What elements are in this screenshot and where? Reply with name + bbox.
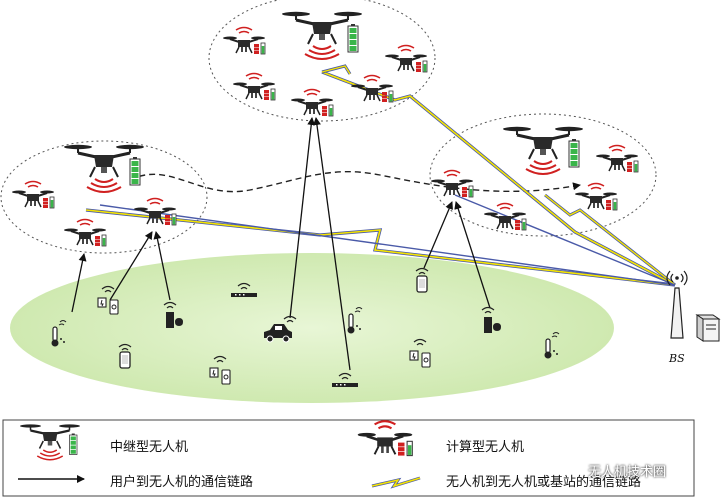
cluster-boundary-left xyxy=(0,140,208,254)
legend-relay-uav-label: 中继型无人机 xyxy=(110,440,189,455)
compute-uav xyxy=(483,202,527,231)
compute-uav xyxy=(133,197,177,226)
compute-uav xyxy=(595,144,639,173)
compute-uav xyxy=(350,74,394,103)
compute-uav xyxy=(290,88,334,117)
watermark: 无人机技术圈 xyxy=(588,465,667,480)
compute-uav xyxy=(232,72,276,101)
legend-lightning-icon xyxy=(371,476,421,489)
relay-uav-left xyxy=(62,143,146,194)
base-station-tower xyxy=(666,270,688,339)
cluster-boundary-right xyxy=(429,113,657,237)
cluster-boundary-top xyxy=(208,0,436,122)
compute-uav xyxy=(11,180,55,209)
legend-user-link-label: 用户到无人机的通信链路 xyxy=(110,475,254,490)
compute-uav xyxy=(574,182,618,211)
ground-area xyxy=(10,253,614,403)
relay-uav-right xyxy=(501,125,585,176)
relay-uav-top xyxy=(280,10,364,61)
server-icon xyxy=(695,314,721,342)
compute-uav xyxy=(63,218,107,247)
compute-uav xyxy=(384,44,428,73)
legend-uav-link-label: 无人机到无人机或基站的通信链路 xyxy=(446,475,642,490)
base-station-label: BS xyxy=(669,352,685,365)
compute-uav xyxy=(222,26,266,55)
compute-uav xyxy=(430,169,474,198)
legend-compute-uav-label: 计算型无人机 xyxy=(446,440,525,455)
legend-box xyxy=(2,419,695,497)
user-uav-links xyxy=(71,117,491,371)
uav-trajectory-dashed xyxy=(129,171,581,193)
